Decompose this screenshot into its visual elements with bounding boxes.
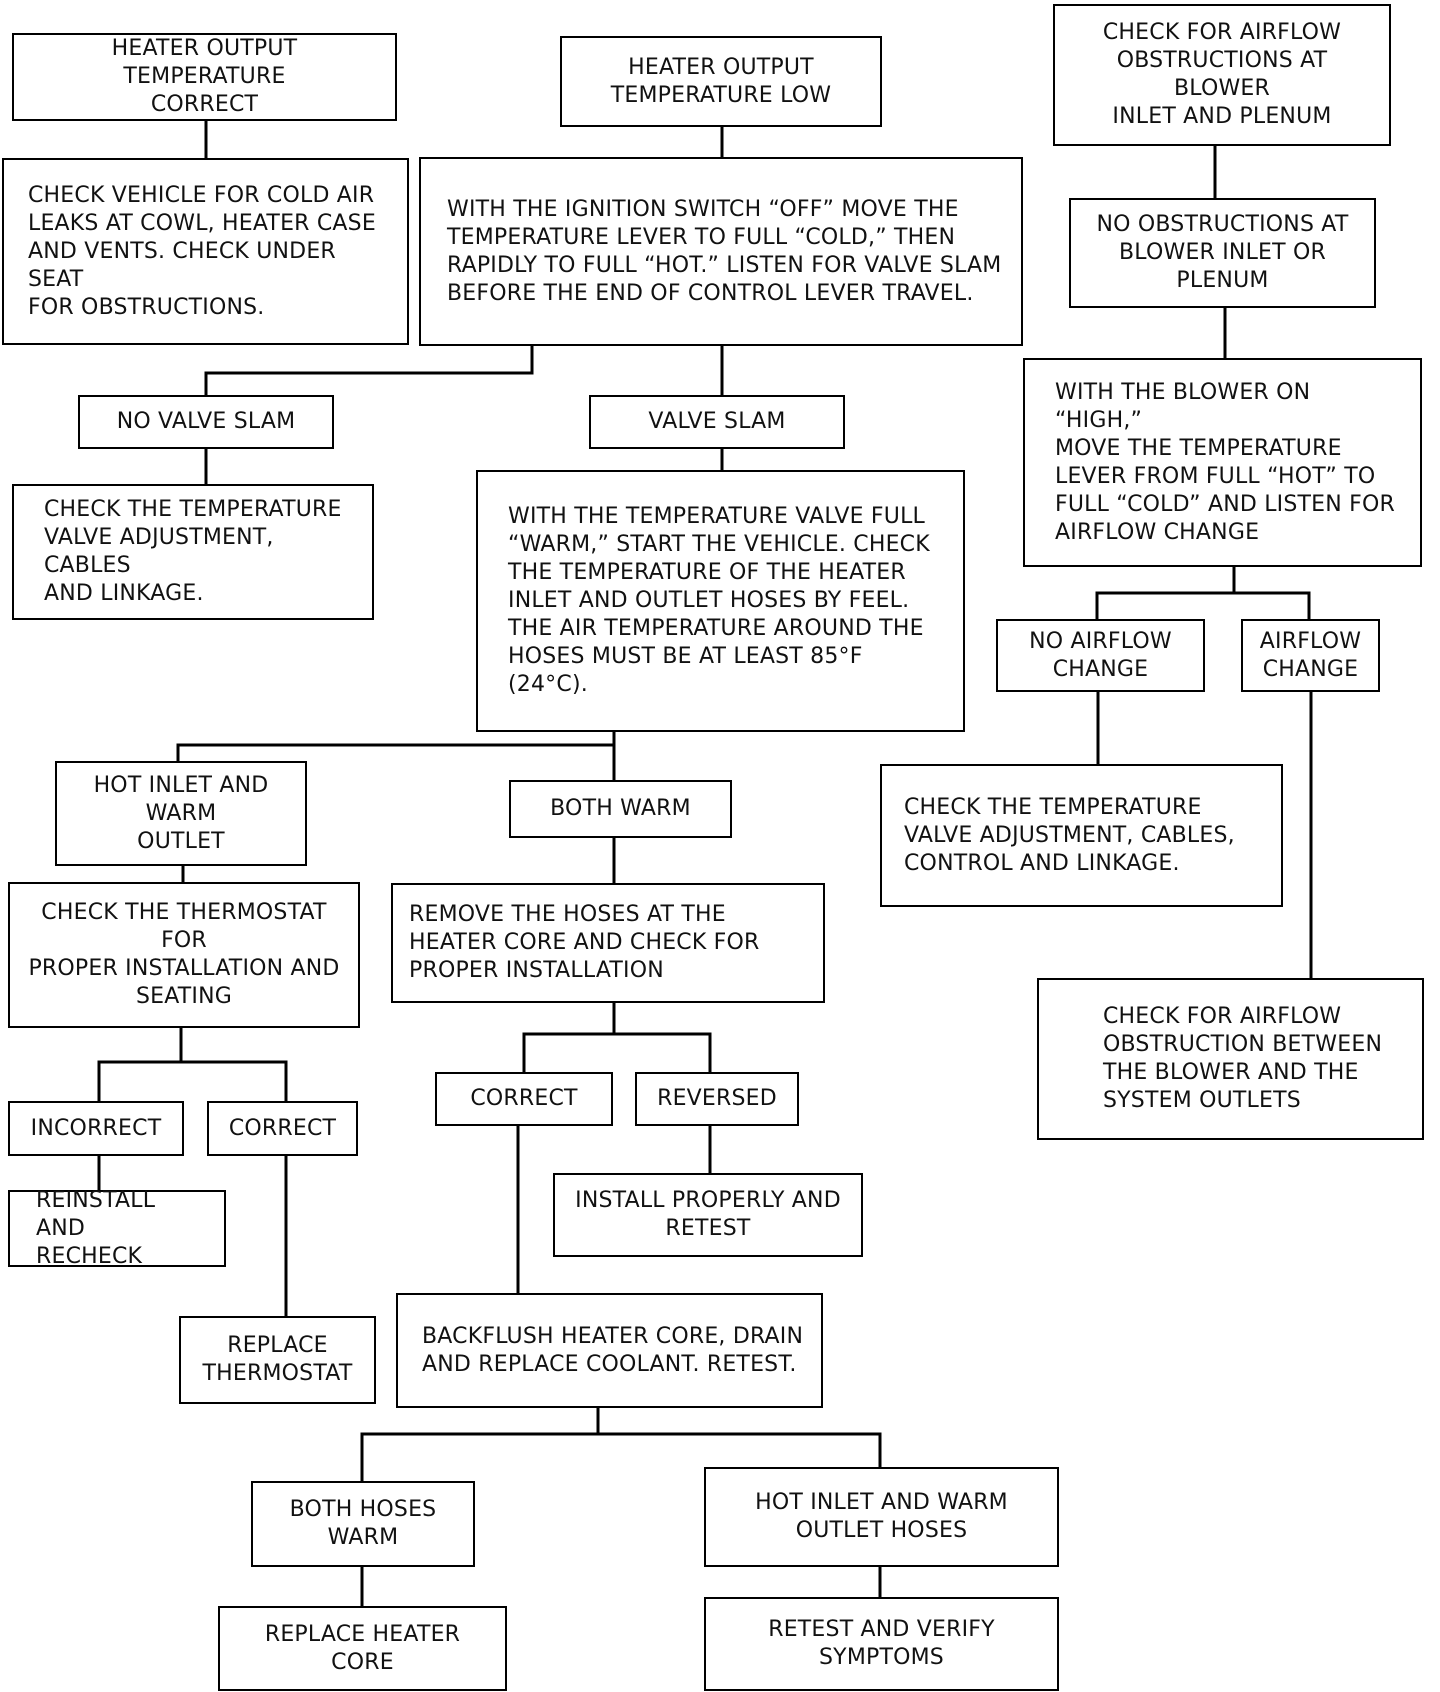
install-properly-retest-box: INSTALL PROPERLY AND RETEST <box>553 1173 863 1257</box>
hot-inlet-warm-outlet-hoses-box: HOT INLET AND WARM OUTLET HOSES <box>704 1467 1059 1567</box>
replace-heater-core-box: REPLACE HEATER CORE <box>218 1606 507 1691</box>
check-cold-air-leaks-box: CHECK VEHICLE FOR COLD AIR LEAKS AT COWL… <box>2 158 409 345</box>
connector-n9-n13 <box>1232 591 1311 621</box>
ignition-off-valve-slam-test-box: WITH THE IGNITION SWITCH “OFF” MOVE THE … <box>419 157 1023 346</box>
connector-n27-n29 <box>596 1432 882 1469</box>
connector-n17-n21 <box>179 1060 288 1103</box>
retest-verify-symptoms-box: RETEST AND VERIFY SYMPTOMS <box>704 1597 1059 1691</box>
thermostat-correct-box: CORRECT <box>207 1101 358 1156</box>
no-airflow-change-box: NO AIRFLOW CHANGE <box>996 619 1205 692</box>
both-warm-box: BOTH WARM <box>509 780 732 838</box>
remove-hoses-check-box: REMOVE THE HOSES AT THE HEATER CORE AND … <box>391 883 825 1003</box>
check-thermostat-box: CHECK THE THERMOSTAT FOR PROPER INSTALLA… <box>8 882 360 1028</box>
incorrect-box: INCORRECT <box>8 1101 184 1156</box>
hot-inlet-warm-outlet-box: HOT INLET AND WARM OUTLET <box>55 761 307 866</box>
install-correct-box: CORRECT <box>435 1072 613 1126</box>
heater-output-temp-correct-box: HEATER OUTPUT TEMPERATURE CORRECT <box>12 33 397 121</box>
blower-high-airflow-test-box: WITH THE BLOWER ON “HIGH,” MOVE THE TEMP… <box>1023 358 1422 567</box>
both-hoses-warm-box: BOTH HOSES WARM <box>251 1481 475 1567</box>
reversed-box: REVERSED <box>635 1072 799 1126</box>
connector-n9-n12 <box>1095 565 1236 621</box>
backflush-heater-core-box: BACKFLUSH HEATER CORE, DRAIN AND REPLACE… <box>396 1293 823 1408</box>
check-temp-valve-adjustment-box: CHECK THE TEMPERATURE VALVE ADJUSTMENT, … <box>12 484 374 620</box>
valve-slam-box: VALVE SLAM <box>589 395 845 449</box>
connector-n11-n14 <box>176 730 616 763</box>
airflow-change-box: AIRFLOW CHANGE <box>1241 619 1380 692</box>
replace-thermostat-box: REPLACE THERMOSTAT <box>179 1316 376 1404</box>
no-obstructions-box: NO OBSTRUCTIONS AT BLOWER INLET OR PLENU… <box>1069 198 1376 308</box>
check-temp-valve-control-box: CHECK THE TEMPERATURE VALVE ADJUSTMENT, … <box>880 764 1283 907</box>
check-airflow-obstruction-outlets-box: CHECK FOR AIRFLOW OBSTRUCTION BETWEEN TH… <box>1037 978 1424 1140</box>
reinstall-recheck-box: REINSTALL AND RECHECK <box>8 1188 226 1269</box>
connector-n18-n22 <box>522 1001 616 1074</box>
check-airflow-obstructions-box: CHECK FOR AIRFLOW OBSTRUCTIONS AT BLOWER… <box>1053 4 1391 146</box>
start-vehicle-check-hoses-box: WITH THE TEMPERATURE VALVE FULL “WARM,” … <box>476 470 965 732</box>
no-valve-slam-box: NO VALVE SLAM <box>78 395 334 449</box>
connector-n5-n7 <box>204 344 534 397</box>
heater-output-temp-low-box: HEATER OUTPUT TEMPERATURE LOW <box>560 36 882 127</box>
connector-n18-n23 <box>612 1032 712 1074</box>
connector-n27-n28 <box>360 1406 600 1483</box>
connector-n17-n20 <box>97 1026 183 1103</box>
